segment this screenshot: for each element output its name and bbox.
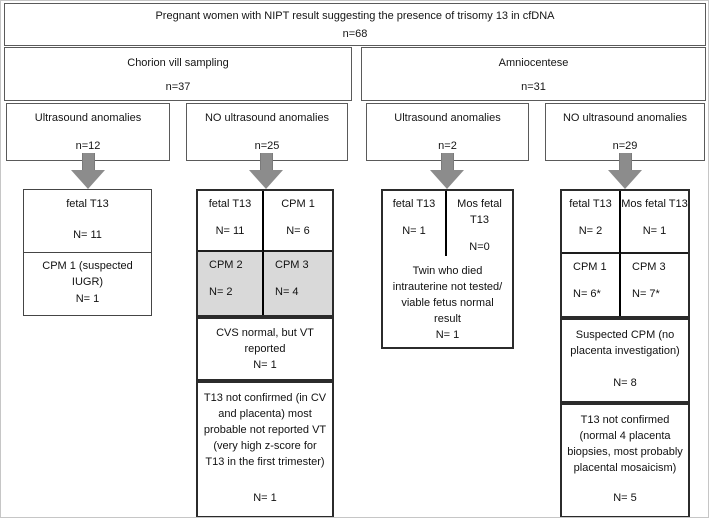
outcome-label: Mos fetal T13 <box>457 198 502 226</box>
outcome-label: fetal T13 <box>392 198 436 210</box>
subgroup-label: Ultrasound anomalies <box>394 112 501 124</box>
branch-count: n=31 <box>521 81 546 94</box>
subgroup-box-cvs-ultrasound-anomalies: Ultrasound anomalies n=12 <box>6 103 170 161</box>
outcome-cell-fetal-t13: fetal T13 N= 11 <box>198 191 264 252</box>
subgroup-count: n=29 <box>612 140 638 153</box>
down-arrow-icon <box>71 153 105 189</box>
outcome-cell-cpm3: CPM 3 N= 4 <box>264 252 332 315</box>
outcome-box-cpm1-suspected-iugr: CPM 1 (suspected IUGR) N= 1 <box>23 252 152 316</box>
outcome-label: Twin who died intrauterine not tested/ v… <box>392 265 503 325</box>
branch-count: n=37 <box>165 81 191 94</box>
outcome-count: N= 2 <box>209 285 233 298</box>
outcome-label: fetal T13 <box>66 198 109 210</box>
outcome-cell-cpm1: CPM 1 N= 6 <box>264 191 332 252</box>
subgroup-box-cvs-no-ultrasound-anomalies: NO ultrasound anomalies n=25 <box>186 103 348 161</box>
outcome-label: Suspected CPM (no placenta investigation… <box>570 329 680 357</box>
outcome-label: CVS normal, but VT reported <box>216 327 314 355</box>
outcome-count: N= 1 <box>253 492 277 505</box>
outcome-count: N= 4 <box>275 285 299 298</box>
outcome-label: CPM 1 <box>573 261 607 273</box>
outcome-cell-fetal-t13: fetal T13 N= 2 <box>562 191 621 254</box>
subgroup-label: Ultrasound anomalies <box>34 112 142 124</box>
outcome-count: N= 8 <box>613 377 637 390</box>
outcome-box-cvs-normal-vt-reported: CVS normal, but VT reported N= 1 <box>196 317 334 381</box>
root-population-box: Pregnant women with NIPT result suggesti… <box>4 3 706 46</box>
subgroup-count: n=2 <box>438 140 457 153</box>
outcome-count: N= 11 <box>73 229 102 242</box>
outcome-label: CPM 1 (suspected IUGR) <box>42 260 133 288</box>
outcome-count: N= 1 <box>402 224 426 237</box>
outcome-cell-cpm1: CPM 1 N= 6* <box>562 254 621 316</box>
subgroup-label: NO ultrasound anomalies <box>204 112 330 124</box>
outcome-count: N= 1 <box>75 293 100 306</box>
outcome-label: CPM 3 <box>632 261 666 273</box>
down-arrow-icon <box>430 153 464 189</box>
outcome-label: CPM 1 <box>281 198 315 210</box>
down-arrow-icon <box>249 153 283 189</box>
outcome-box-t13-not-confirmed-placental-mosaicism: T13 not confirmed (normal 4 placenta bio… <box>560 403 690 517</box>
outcome-count: N= 1 <box>253 358 277 371</box>
outcome-cell-mos-fetal-t13: Mos fetal T13 N=0 <box>447 191 512 256</box>
branch-label: Amniocentese <box>498 57 569 69</box>
outcome-table-amnio-no-anomalies: fetal T13 N= 2 Mos fetal T13 N= 1 CPM 1 … <box>560 189 690 318</box>
branch-box-amniocentesis: Amniocentese n=31 <box>361 47 706 101</box>
outcome-table-amnio-anomalies: fetal T13 N= 1 Mos fetal T13 N=0 <box>381 189 514 256</box>
root-population-count: n=68 <box>342 28 368 41</box>
subgroup-count: n=12 <box>75 140 101 153</box>
outcome-count: N= 1 <box>642 224 667 237</box>
outcome-label: CPM 2 <box>209 259 243 271</box>
outcome-count: N= 2 <box>578 224 603 237</box>
outcome-count: N= 1 <box>435 328 460 341</box>
outcome-label: Mos fetal T13 <box>621 198 688 210</box>
down-arrow-icon <box>608 153 642 189</box>
outcome-box-twin-died-intrauterine: Twin who died intrauterine not tested/ v… <box>381 254 514 349</box>
outcome-count: N=0 <box>469 240 490 253</box>
outcome-label: fetal T13 <box>569 198 612 210</box>
subgroup-box-amnio-ultrasound-anomalies: Ultrasound anomalies n=2 <box>366 103 529 161</box>
outcome-count: N= 6* <box>573 287 601 300</box>
outcome-cell-mos-fetal-t13: Mos fetal T13 N= 1 <box>621 191 688 254</box>
outcome-table-cvs-no-anomalies: fetal T13 N= 11 CPM 1 N= 6 CPM 2 N= 2 CP… <box>196 189 334 317</box>
outcome-box-fetal-t13: fetal T13 N= 11 <box>23 189 152 253</box>
outcome-box-suspected-cpm: Suspected CPM (no placenta investigation… <box>560 318 690 403</box>
outcome-label: T13 not confirmed (normal 4 placenta bio… <box>567 414 683 474</box>
branch-box-chorionic-villus-sampling: Chorion vill sampling n=37 <box>4 47 352 101</box>
outcome-cell-fetal-t13: fetal T13 N= 1 <box>383 191 447 256</box>
subgroup-label: NO ultrasound anomalies <box>562 112 688 124</box>
outcome-cell-cpm3: CPM 3 N= 7* <box>621 254 688 316</box>
outcome-label: T13 not confirmed (in CV and placenta) m… <box>203 392 327 468</box>
root-population-label: Pregnant women with NIPT result suggesti… <box>155 10 555 22</box>
outcome-box-t13-not-confirmed-cv-placenta: T13 not confirmed (in CV and placenta) m… <box>196 381 334 517</box>
outcome-label: CPM 3 <box>275 259 309 271</box>
subgroup-count: n=25 <box>254 140 280 153</box>
outcome-label: fetal T13 <box>208 198 252 210</box>
outcome-count: N= 6 <box>286 224 310 237</box>
outcome-cell-cpm2: CPM 2 N= 2 <box>198 252 264 315</box>
branch-label: Chorion vill sampling <box>127 57 229 69</box>
outcome-count: N= 11 <box>215 224 245 237</box>
outcome-count: N= 5 <box>613 492 637 505</box>
outcome-count: N= 7* <box>632 287 660 300</box>
subgroup-box-amnio-no-ultrasound-anomalies: NO ultrasound anomalies n=29 <box>545 103 705 161</box>
